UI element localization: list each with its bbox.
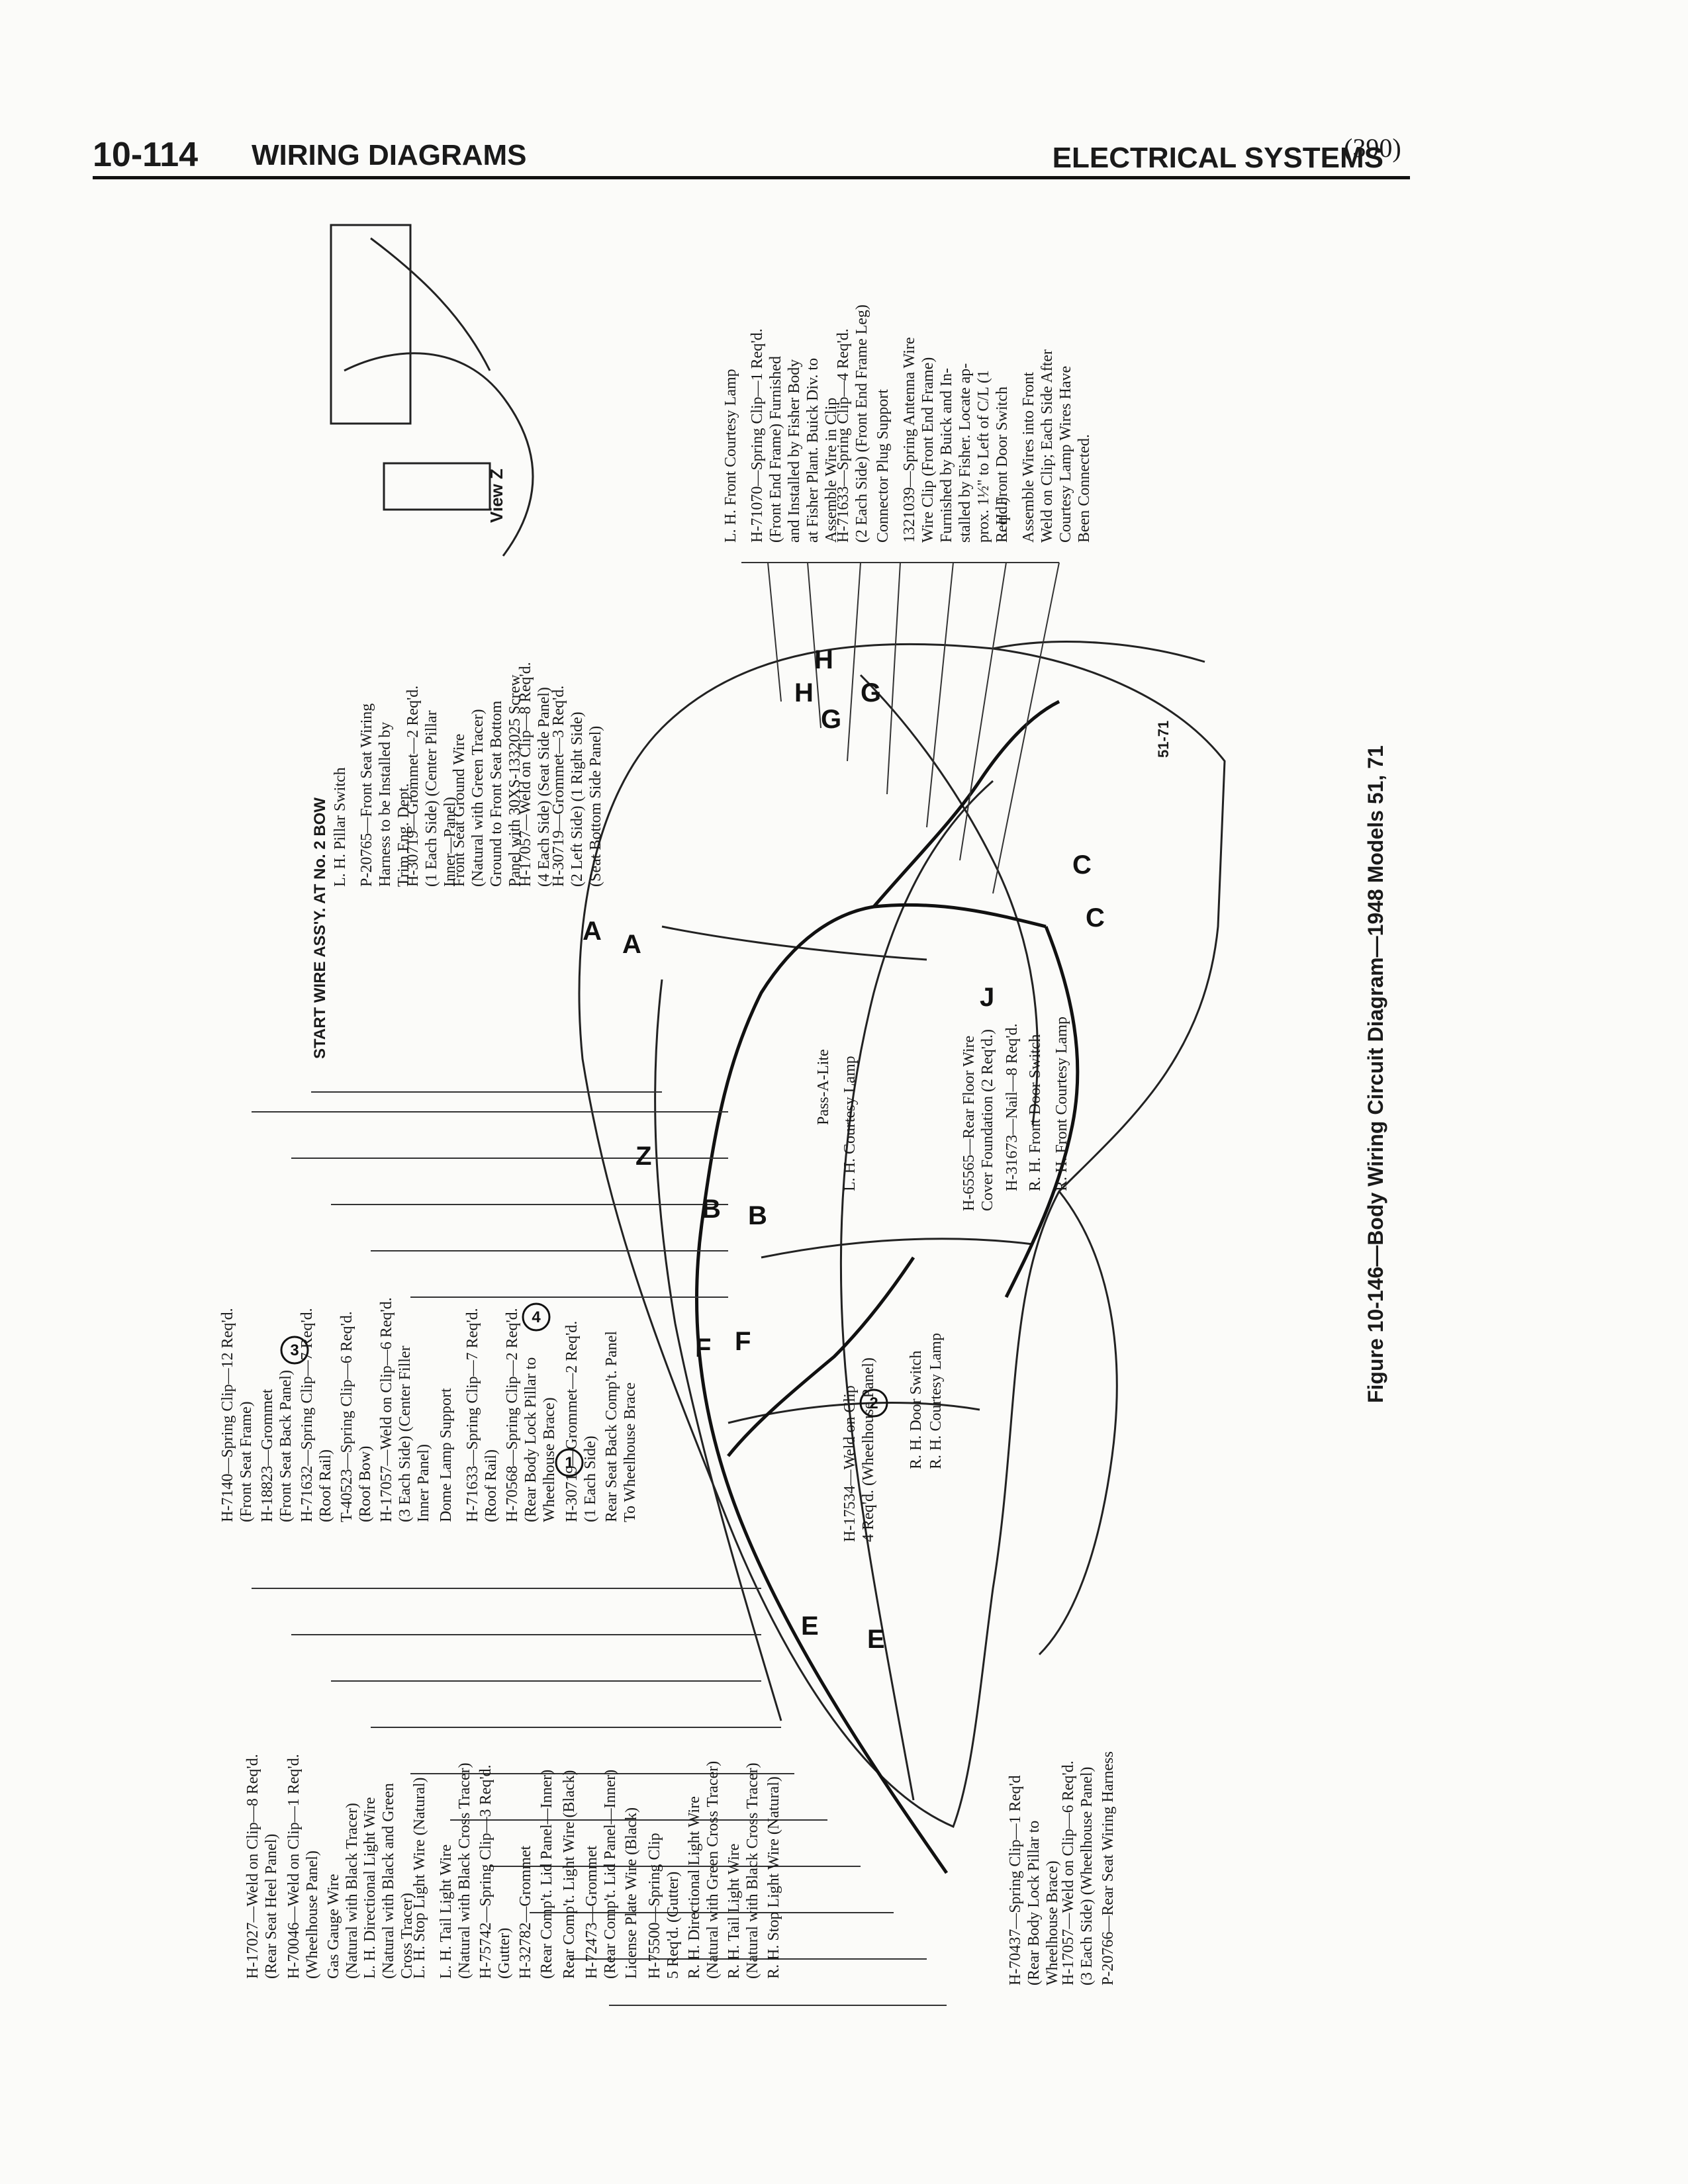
callout: Gas Gauge Wire (Natural with Black Trace… xyxy=(325,1803,361,1979)
marker-a2: A xyxy=(622,930,641,959)
rh-front-courtesy-label: R. H. Front Courtesy Lamp xyxy=(1053,1017,1070,1191)
callout: H-70437—Spring Clip—1 Req'd (Rear Body L… xyxy=(1007,1775,1061,1985)
marker-g2: G xyxy=(861,678,881,707)
marker-z: Z xyxy=(635,1142,651,1171)
callout: L. H. Tail Light Wire (Natural with Blac… xyxy=(438,1762,473,1979)
marker-f1: F xyxy=(695,1334,711,1363)
callout: H-17027—Weld on Clip—8 Req'd. (Rear Seat… xyxy=(244,1754,280,1979)
nail-label: H-31673—Nail—8 Req'd. xyxy=(1004,1023,1021,1191)
callout: H-17057—Weld on Clip—8 Req'd. (4 Each Si… xyxy=(517,662,553,887)
callout: Connector Plug Support xyxy=(874,389,892,543)
marker-e1: E xyxy=(801,1612,819,1641)
figure-caption: Figure 10-146—Body Wiring Circuit Diagra… xyxy=(1364,745,1387,1403)
callout: L. H. Stop Light Wire (Natural) xyxy=(411,1777,428,1979)
callout: H-32782—Grommet xyxy=(517,1845,534,1979)
marker-b1: B xyxy=(702,1195,721,1224)
floor-wire-label: H-65565—Rear Floor Wire Cover Foundation… xyxy=(961,1029,996,1211)
marker-h2: H xyxy=(814,645,833,674)
circle-number-3: 3 xyxy=(290,1342,299,1359)
rh-front-door-switch-label: R. H. Front Door Switch xyxy=(1027,1034,1044,1191)
rh-door-switch-label: R. H. Door Switch xyxy=(908,1350,925,1469)
callout: (Rear Comp't. Lid Panel—Inner) xyxy=(538,1769,555,1979)
callout: Rear Seat Back Comp't. Panel To Wheelhou… xyxy=(603,1331,639,1522)
page-reference: (390) xyxy=(1344,133,1401,163)
circle-number-4: 4 xyxy=(532,1308,541,1326)
page-header: 10-114 WIRING DIAGRAMS ELECTRICAL SYSTEM… xyxy=(93,130,1410,179)
callout: L. H. Directional Light Wire (Natural wi… xyxy=(361,1783,416,1979)
callout: H-75500—Spring Clip 5 Req'd. (Gutter) xyxy=(646,1833,682,1979)
callout: H-71633—Spring Clip—4 Req'd. (2 Each Sid… xyxy=(835,304,870,543)
circle-number-1: 1 xyxy=(565,1454,573,1472)
callout: Assemble Wires into Front Weld on Clip; … xyxy=(1020,349,1093,543)
callout: H-7140—Spring Clip—12 Req'd. (Front Seat… xyxy=(219,1308,255,1522)
callout: H-71070—Spring Clip—1 Req'd. (Front End … xyxy=(749,328,840,543)
marker-j: J xyxy=(980,983,994,1012)
model-code: 51-71 xyxy=(1155,720,1172,758)
start-wire-label: START WIRE ASS'Y. AT No. 2 BOW xyxy=(311,797,329,1059)
marker-c2: C xyxy=(1072,850,1092,880)
callout: L. H. Front Courtesy Lamp xyxy=(722,369,739,543)
callout: H-30719—Grommet—3 Req'd. (2 Left Side) (… xyxy=(550,685,604,887)
callout: Front Seat Ground Wire (Natural with Gre… xyxy=(451,674,524,887)
callout: L. H. Pillar Switch xyxy=(332,767,349,887)
marker-e2: E xyxy=(867,1625,885,1654)
callout: H-72473—Grommet (Rear Comp't. Lid Panel—… xyxy=(583,1769,619,1979)
callout: R. H. Directional Light Wire (Natural wi… xyxy=(686,1760,722,1979)
callout: Dome Lamp Support xyxy=(438,1388,455,1522)
chapter-title: WIRING DIAGRAMS xyxy=(252,139,527,171)
callout: Rear Comp't. Light Wire (Black) xyxy=(561,1770,578,1979)
marker-c1: C xyxy=(1086,903,1105,933)
marker-g1: G xyxy=(821,705,841,734)
marker-f2: F xyxy=(735,1327,751,1356)
rh-courtesy-label: R. H. Courtesy Lamp xyxy=(927,1333,945,1469)
callout: H-70046—Weld on Clip—1 Req'd. (Wheelhous… xyxy=(285,1754,321,1979)
marker-h1: H xyxy=(794,678,814,707)
page-number: 10-114 xyxy=(93,136,199,174)
callout: H-18823—Grommet (Front Seat Back Panel) xyxy=(259,1370,295,1522)
callout: P-20766—Rear Seat Wiring Harness xyxy=(1100,1751,1117,1985)
view-z-inset xyxy=(330,224,534,557)
callout: License Plate Wire (Black) xyxy=(623,1807,640,1979)
callout: H-70568—Spring Clip—2 Req'd. (Rear Body … xyxy=(504,1308,558,1522)
callout: H-17057—Weld on Clip—6 Req'd. (3 Each Si… xyxy=(1060,1760,1096,1985)
callout: L. H. Front Door Switch xyxy=(994,387,1011,543)
marker-b2: B xyxy=(748,1201,767,1230)
callout: H-17057—Weld on Clip—6 Req'd. (3 Each Si… xyxy=(378,1297,432,1522)
callout: H-75742—Spring Clip—3 Req'd. (Gutter) xyxy=(477,1764,513,1979)
callout: R. H. Tail Light Wire (Natural with Blac… xyxy=(726,1762,761,1979)
lh-courtesy-label: L. H. Courtesy Lamp xyxy=(841,1056,859,1191)
section-title: ELECTRICAL SYSTEMS xyxy=(1052,142,1383,174)
callout: H-30719—Grommet—2 Req'd. (1 Each Side) xyxy=(563,1320,599,1522)
pass-a-lite-label: Pass-A-Lite xyxy=(815,1049,832,1125)
circle-number-2: 2 xyxy=(869,1394,878,1412)
callout: T-40523—Spring Clip—6 Req'd. (Roof Bow) xyxy=(338,1311,374,1522)
view-z-label: View Z xyxy=(487,469,506,523)
callout: H-71632—Spring Clip—7 Req'd. (Roof Rail) xyxy=(299,1308,334,1522)
weld-clip-label: H-17534—Weld on Clip 4 Req'd. (Wheelhous… xyxy=(841,1357,877,1542)
callout: H-71633—Spring Clip—7 Req'd. (Roof Rail) xyxy=(464,1308,500,1522)
marker-a1: A xyxy=(583,917,602,946)
callout: R. H. Stop Light Wire (Natural) xyxy=(765,1776,782,1979)
